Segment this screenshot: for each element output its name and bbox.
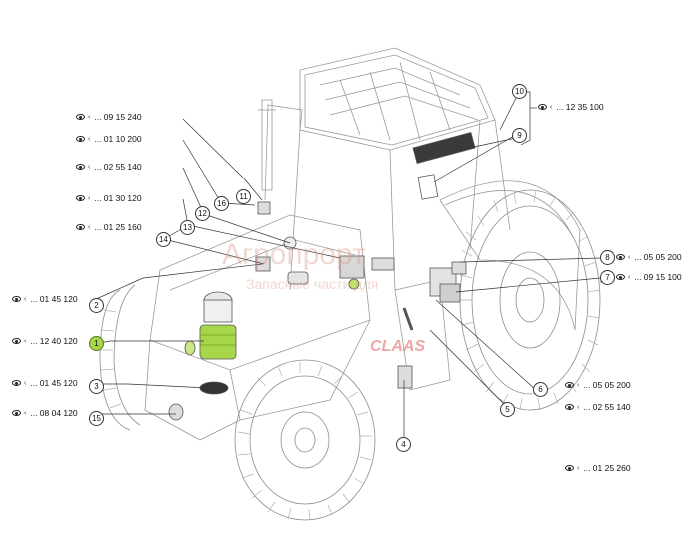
eye-icon (76, 195, 85, 201)
eye-icon (12, 410, 21, 416)
chevron-icon: ‹ (550, 103, 553, 111)
callout-15[interactable]: 15 (89, 411, 104, 426)
chevron-icon: ‹ (628, 253, 631, 261)
callout-14[interactable]: 14 (156, 232, 171, 247)
ref-code-text: ... 01 45 120 (30, 294, 78, 304)
ref-label-09-15-100[interactable]: ‹... 09 15 100 (616, 272, 682, 282)
ref-label-09-15-240[interactable]: ‹... 09 15 240 (76, 112, 142, 122)
eye-icon (616, 254, 625, 260)
eye-icon (565, 404, 574, 410)
ref-label-01-25-260[interactable]: ‹... 01 25 260 (565, 463, 631, 473)
eye-icon (12, 296, 21, 302)
ref-code-text: ... 08 04 120 (30, 408, 78, 418)
ref-label-01-10-200[interactable]: ‹... 01 10 200 (76, 134, 142, 144)
callout-9[interactable]: 9 (512, 128, 527, 143)
eye-icon (12, 338, 21, 344)
ref-code-text: ... 12 35 100 (556, 102, 604, 112)
callout-16[interactable]: 16 (214, 196, 229, 211)
callout-1[interactable]: 1 (89, 336, 104, 351)
watermark-subtext: Запасные части для (246, 276, 379, 292)
callout-13[interactable]: 13 (180, 220, 195, 235)
chevron-icon: ‹ (24, 295, 27, 303)
ref-label-05-05-200-low[interactable]: ‹... 05 05 200 (565, 380, 631, 390)
eye-icon (12, 380, 21, 386)
eye-icon (538, 104, 547, 110)
ref-code-text: ... 05 05 200 (634, 252, 682, 262)
watermark-brand: CLAAS (370, 338, 426, 355)
chevron-icon: ‹ (628, 273, 631, 281)
ref-label-02-55-140-right[interactable]: ‹... 02 55 140 (565, 402, 631, 412)
chevron-icon: ‹ (24, 409, 27, 417)
eye-icon (76, 164, 85, 170)
eye-icon (565, 465, 574, 471)
callout-4[interactable]: 4 (396, 437, 411, 452)
ref-label-08-04-120[interactable]: ‹... 08 04 120 (12, 408, 78, 418)
ref-label-01-25-160[interactable]: ‹... 01 25 160 (76, 222, 142, 232)
ref-label-05-05-200-right[interactable]: ‹... 05 05 200 (616, 252, 682, 262)
chevron-icon: ‹ (24, 379, 27, 387)
ref-code-text: ... 02 55 140 (583, 402, 631, 412)
chevron-icon: ‹ (577, 403, 580, 411)
ref-label-12-40-120[interactable]: ‹... 12 40 120 (12, 336, 78, 346)
ref-label-01-45-120-bottom[interactable]: ‹... 01 45 120 (12, 378, 78, 388)
callout-7[interactable]: 7 (600, 270, 615, 285)
ref-label-02-55-140-left[interactable]: ‹... 02 55 140 (76, 162, 142, 172)
watermark-text: Агропрорт (222, 238, 366, 271)
ref-code-text: ... 05 05 200 (583, 380, 631, 390)
eye-icon (76, 114, 85, 120)
callout-5[interactable]: 5 (500, 402, 515, 417)
callout-3[interactable]: 3 (89, 379, 104, 394)
chevron-icon: ‹ (88, 194, 91, 202)
eye-icon (565, 382, 574, 388)
ref-code-text: ... 01 45 120 (30, 378, 78, 388)
ref-code-text: ... 01 10 200 (94, 134, 142, 144)
callout-8[interactable]: 8 (600, 250, 615, 265)
chevron-icon: ‹ (577, 381, 580, 389)
ref-code-text: ... 01 30 120 (94, 193, 142, 203)
chevron-icon: ‹ (577, 464, 580, 472)
callout-10[interactable]: 10 (512, 84, 527, 99)
ref-label-01-45-120-top[interactable]: ‹... 01 45 120 (12, 294, 78, 304)
ref-code-text: ... 09 15 240 (94, 112, 142, 122)
chevron-icon: ‹ (24, 337, 27, 345)
chevron-icon: ‹ (88, 113, 91, 121)
callout-6[interactable]: 6 (533, 382, 548, 397)
ref-code-text: ... 12 40 120 (30, 336, 78, 346)
ref-code-text: ... 09 15 100 (634, 272, 682, 282)
ref-code-text: ... 01 25 160 (94, 222, 142, 232)
eye-icon (76, 224, 85, 230)
callout-2[interactable]: 2 (89, 298, 104, 313)
chevron-icon: ‹ (88, 223, 91, 231)
ref-label-12-35-100[interactable]: ‹... 12 35 100 (538, 102, 604, 112)
chevron-icon: ‹ (88, 135, 91, 143)
callout-11[interactable]: 11 (236, 189, 251, 204)
callout-12[interactable]: 12 (195, 206, 210, 221)
ref-code-text: ... 02 55 140 (94, 162, 142, 172)
ref-label-01-30-120[interactable]: ‹... 01 30 120 (76, 193, 142, 203)
chevron-icon: ‹ (88, 163, 91, 171)
ref-code-text: ... 01 25 260 (583, 463, 631, 473)
eye-icon (76, 136, 85, 142)
eye-icon (616, 274, 625, 280)
